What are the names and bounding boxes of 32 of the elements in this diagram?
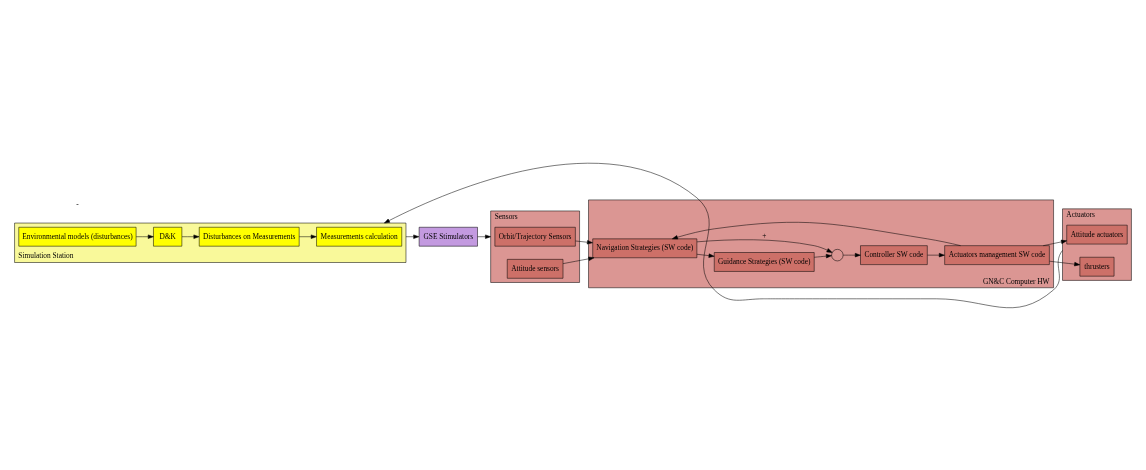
arrow bbox=[842, 252, 861, 257]
arrow bbox=[384, 162, 1063, 308]
arrow bbox=[672, 221, 961, 246]
node-box: Disturbances on Measurements bbox=[198, 226, 300, 246]
arrow bbox=[1042, 239, 1067, 246]
arrow bbox=[927, 252, 945, 257]
node-box: thrusters bbox=[1079, 256, 1115, 276]
node-box: Environmental models (disturbances) bbox=[18, 226, 137, 246]
arrow bbox=[562, 256, 595, 264]
arrow bbox=[575, 239, 593, 244]
node-box: Actuators management SW code bbox=[944, 244, 1050, 265]
arrow bbox=[298, 234, 317, 239]
arrow bbox=[1049, 260, 1081, 266]
edge-label: + bbox=[762, 230, 767, 240]
arrow bbox=[696, 253, 715, 258]
arrow bbox=[405, 234, 420, 239]
node-box: Attitude sensors bbox=[506, 258, 564, 279]
node-box: Controller SW code bbox=[860, 244, 928, 265]
arrow bbox=[813, 253, 832, 258]
arrow bbox=[477, 234, 491, 239]
node-box: GSE Stimulators bbox=[418, 226, 478, 246]
arrow bbox=[181, 234, 200, 239]
node-circle bbox=[831, 248, 844, 261]
label: - bbox=[76, 199, 79, 209]
node-box: D&K bbox=[153, 226, 183, 246]
arrow bbox=[135, 234, 154, 239]
node-box: Navigation Strategies (SW code) bbox=[592, 238, 698, 258]
node-box: Measurements calculation bbox=[316, 226, 403, 246]
node-box: Attitude actuators bbox=[1066, 224, 1128, 244]
node-box: Guidance Strategies (SW code) bbox=[714, 251, 815, 272]
arrow bbox=[696, 238, 833, 253]
node-box: Orbit/Trajectory Sensors bbox=[494, 226, 576, 246]
